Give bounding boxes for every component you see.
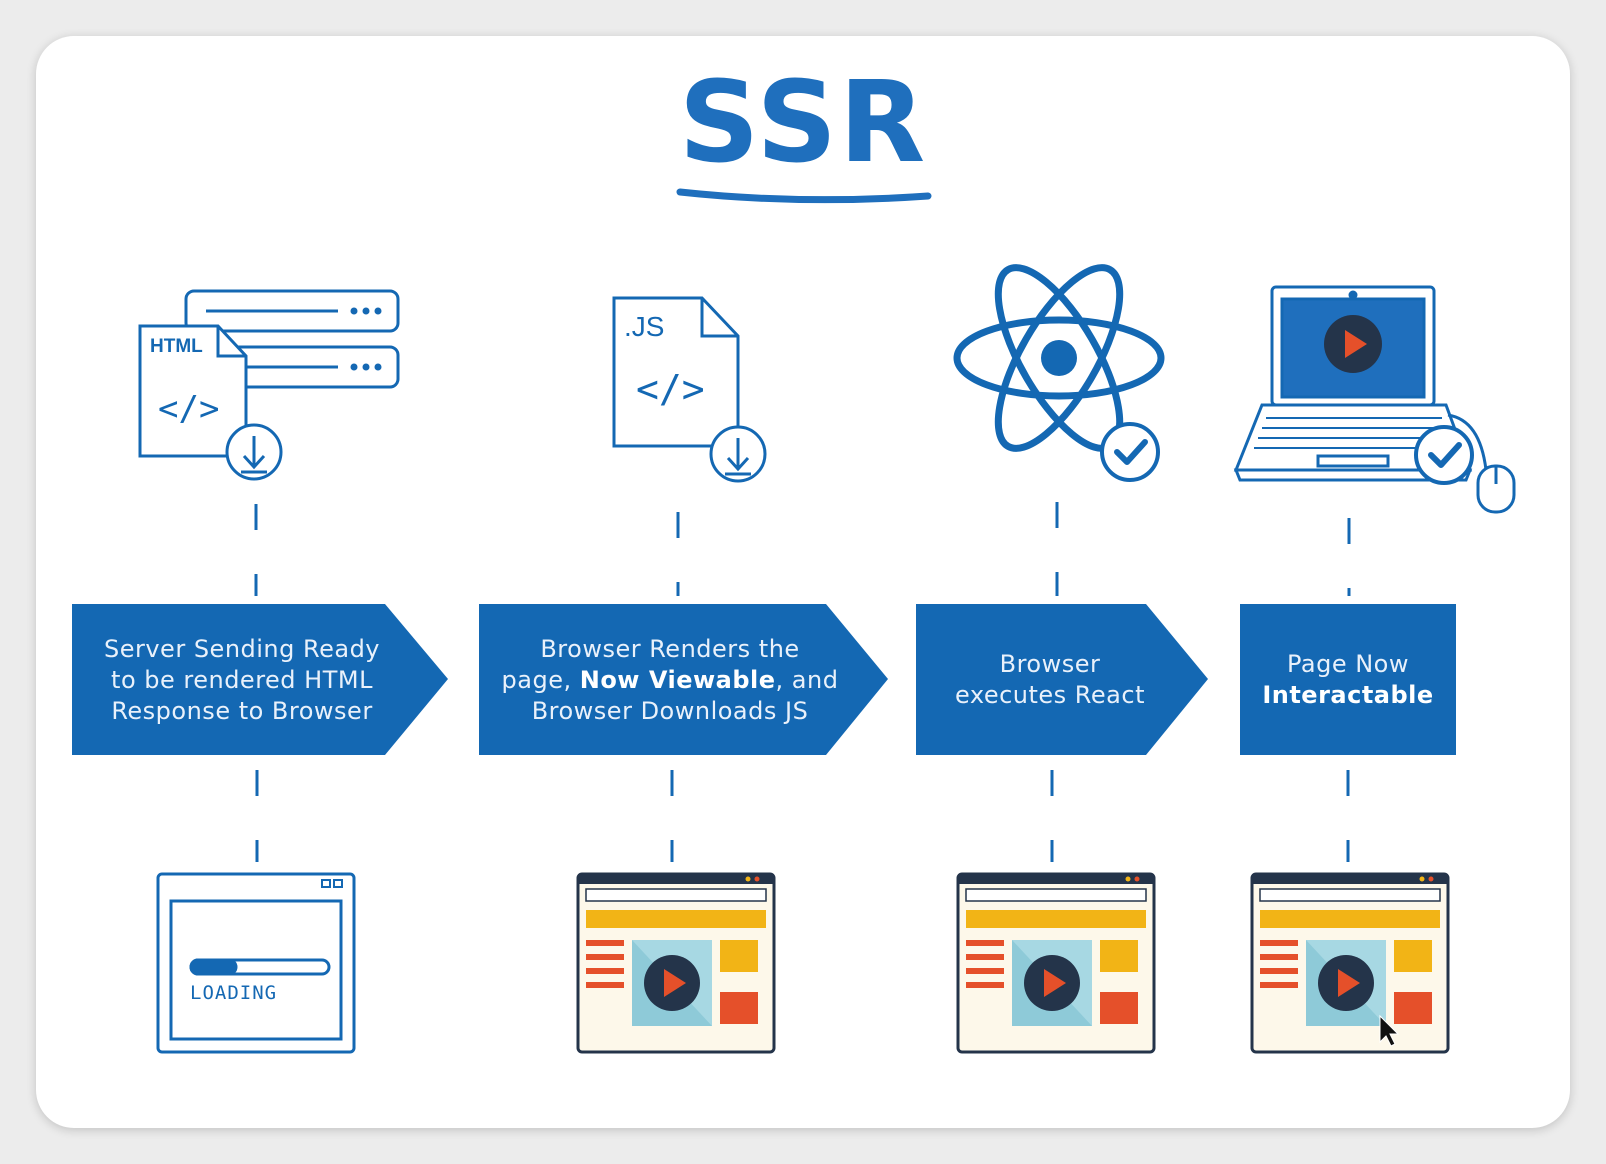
step-3-line-2: executes React bbox=[955, 681, 1145, 709]
step-banner-4 bbox=[1240, 604, 1456, 755]
js-code-glyph: </> bbox=[636, 367, 705, 411]
loading-browser-icon bbox=[156, 872, 356, 1054]
mouse-icon bbox=[1447, 413, 1516, 514]
step-banner-3 bbox=[916, 604, 1208, 755]
react-atom-icon bbox=[953, 264, 1165, 452]
step-2-line-2-pre: page, bbox=[501, 665, 580, 694]
step-4-text: Page Now Interactable bbox=[1240, 607, 1456, 753]
step-2-text: Browser Renders the page, Now Viewable, … bbox=[494, 607, 846, 753]
server-html-icon bbox=[138, 289, 400, 481]
laptop-check-icon bbox=[1414, 425, 1474, 485]
cursor-icon bbox=[1379, 1014, 1400, 1047]
loading-label: LOADING bbox=[190, 982, 277, 1004]
webpage-icon-step2 bbox=[576, 872, 776, 1054]
step-1-line-3: Response to Browser bbox=[111, 696, 373, 725]
html-code-glyph: </> bbox=[158, 389, 219, 429]
step-1-line-1: Server Sending Ready bbox=[103, 634, 381, 663]
js-file-label: .JS bbox=[624, 311, 664, 342]
step-2-line-3: Browser Downloads JS bbox=[531, 696, 809, 725]
step-4-emphasis: Interactable bbox=[1262, 681, 1434, 709]
js-file-icon bbox=[612, 296, 767, 483]
step-2-emphasis: Now Viewable bbox=[579, 665, 776, 694]
laptop-play-icon bbox=[1324, 315, 1382, 373]
react-check-icon bbox=[1100, 422, 1160, 482]
step-4-line-1: Page Now bbox=[1287, 650, 1409, 678]
step-banner-1 bbox=[72, 604, 448, 755]
step-2-line-1: Browser Renders the bbox=[540, 634, 800, 663]
diagram-title: SSR bbox=[678, 58, 928, 188]
step-3-text: Browser executes React bbox=[930, 607, 1170, 753]
step-2-line-2-post: , and bbox=[775, 665, 839, 694]
step-banner-2 bbox=[479, 604, 888, 755]
webpage-icon-step4 bbox=[1250, 872, 1450, 1054]
step-1-text: Server Sending Ready to be rendered HTML… bbox=[92, 607, 392, 753]
title-underline bbox=[676, 188, 932, 204]
webpage-icon-step3 bbox=[956, 872, 1156, 1054]
step-3-line-1: Browser bbox=[999, 650, 1101, 678]
step-1-line-2: to be rendered HTML bbox=[111, 665, 373, 694]
html-file-label: HTML bbox=[150, 336, 203, 357]
